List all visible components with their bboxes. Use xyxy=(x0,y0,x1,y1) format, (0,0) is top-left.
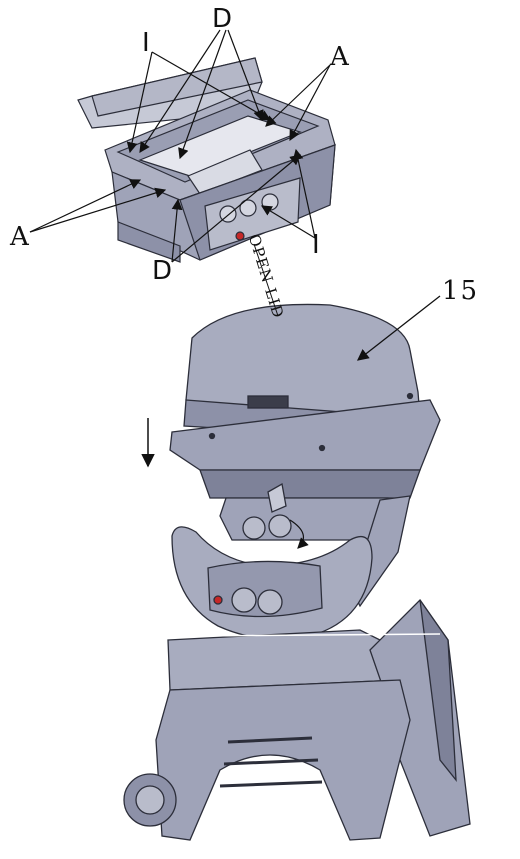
label-d-top: D xyxy=(212,4,233,34)
top-leader-lines xyxy=(29,29,331,263)
scan-divider xyxy=(195,633,441,637)
open-lid-guide xyxy=(253,243,279,317)
label-i-right: I xyxy=(312,230,320,260)
label-a-left: A xyxy=(10,222,29,252)
grill-lid xyxy=(169,303,441,499)
part-15-leader xyxy=(356,295,441,361)
grill-cart xyxy=(123,598,471,841)
part-number-15: 15 xyxy=(442,276,480,306)
label-i-top: I xyxy=(142,28,150,58)
label-a-right: A xyxy=(330,42,349,72)
open-firebox-detail xyxy=(77,57,336,263)
grill-firebox xyxy=(171,482,411,640)
label-d-bottom: D xyxy=(152,256,173,286)
